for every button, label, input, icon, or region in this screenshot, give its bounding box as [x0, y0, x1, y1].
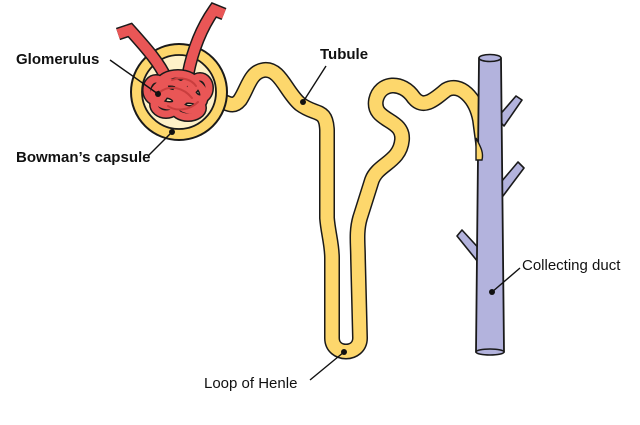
- glomerulus: [115, 2, 227, 122]
- leader-dot: [155, 91, 161, 97]
- leader-dot: [341, 349, 347, 355]
- leader-line: [491, 267, 521, 293]
- label-collecting-duct-text: Collecting duct: [522, 257, 621, 274]
- collecting-duct: [456, 53, 525, 356]
- leader-dot: [489, 289, 495, 295]
- leader-line: [309, 351, 345, 381]
- label-glomerulus: Glomerulus: [16, 51, 161, 97]
- leader-dot: [169, 129, 175, 135]
- label-collecting-duct: Collecting duct: [489, 257, 621, 295]
- label-glomerulus-text: Glomerulus: [16, 51, 99, 68]
- tubule: [200, 62, 492, 360]
- label-tubule: Tubule: [300, 46, 368, 105]
- label-loop-of-henle: Loop of Henle: [204, 349, 347, 392]
- leader-line: [109, 59, 159, 95]
- label-tubule-text: Tubule: [320, 46, 368, 63]
- label-loop-of-henle-text: Loop of Henle: [204, 375, 297, 392]
- leader-dot: [300, 99, 306, 105]
- label-bowmans-capsule-text: Bowman’s capsule: [16, 149, 151, 166]
- label-bowmans-capsule: Bowman’s capsule: [16, 129, 175, 166]
- leader-line: [302, 65, 327, 103]
- leader-line: [147, 131, 173, 157]
